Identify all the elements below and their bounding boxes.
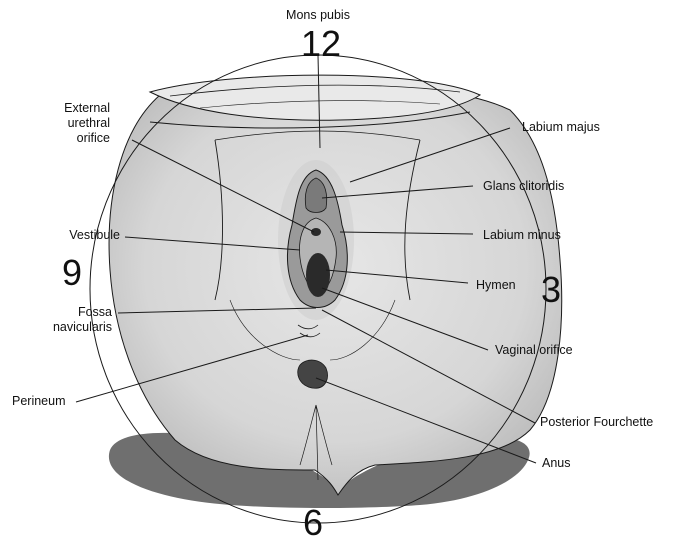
label-hymen: Hymen xyxy=(476,278,516,293)
label-glans-clitoridis: Glans clitoridis xyxy=(483,179,564,194)
label-perineum: Perineum xyxy=(12,394,66,409)
clock-3: 3 xyxy=(541,272,561,308)
urethral-orifice xyxy=(311,228,321,236)
label-posterior-fourchette: Posterior Fourchette xyxy=(540,415,653,430)
label-labium-minus: Labium minus xyxy=(483,228,561,243)
label-labium-majus: Labium majus xyxy=(522,120,600,135)
label-anus: Anus xyxy=(542,456,571,471)
clock-6: 6 xyxy=(298,505,328,541)
label-external-urethral-orifice: External urethral orifice xyxy=(40,101,110,146)
label-vaginal-orifice: Vaginal orifice xyxy=(495,343,573,358)
label-mons-pubis: Mons pubis xyxy=(268,8,368,23)
label-vestibule: Vestibule xyxy=(30,228,120,243)
label-fossa-navicularis: Fossa navicularis xyxy=(20,305,112,335)
clock-9: 9 xyxy=(62,255,82,291)
clock-12: 12 xyxy=(296,26,346,62)
vaginal-orifice-shape xyxy=(306,253,330,297)
